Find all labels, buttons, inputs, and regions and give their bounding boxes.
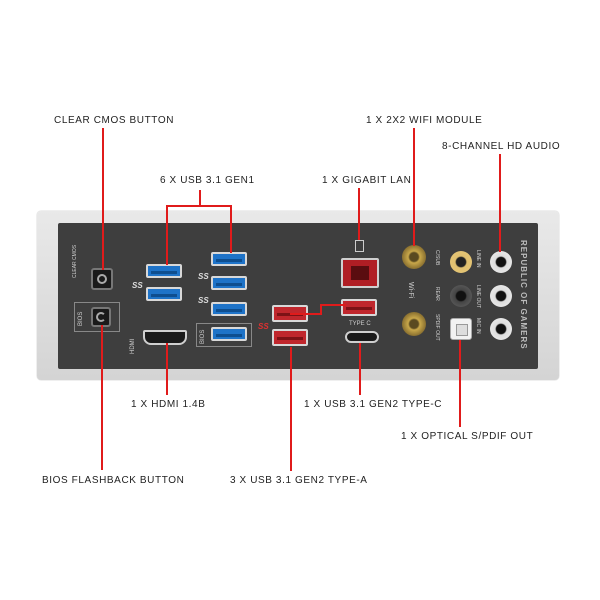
c-sub-text: C/SUB — [434, 250, 440, 266]
ss-logo-red: SS — [258, 322, 269, 331]
usb-typea-line — [290, 347, 292, 471]
wifi-module-label: 1 X 2X2 WIFI MODULE — [366, 115, 483, 126]
usb-gen1-port-4[interactable] — [211, 276, 247, 290]
hdmi-line — [166, 343, 168, 395]
hdmi-panel-text: HDMI — [130, 338, 136, 354]
usb-typea-label: 3 X USB 3.1 GEN2 TYPE-A — [230, 475, 368, 486]
gigabit-lan-label: 1 X GIGABIT LAN — [322, 175, 412, 186]
usb-gen1-port-2[interactable] — [146, 287, 182, 301]
optical-label: 1 X OPTICAL S/PDIF OUT — [401, 431, 534, 442]
bios-flashback-button[interactable] — [91, 307, 111, 327]
clear-cmos-panel-text: CLEAR CMOS — [72, 244, 78, 278]
mic-in-text: MIC IN — [475, 318, 481, 334]
usb-typea-bracket-top — [320, 304, 346, 306]
clear-cmos-icon — [97, 274, 107, 284]
usb-typea-bracket-v — [320, 304, 322, 314]
optical-shutter — [456, 324, 468, 336]
wifi-antenna-1[interactable] — [402, 245, 426, 269]
network-icon — [355, 240, 364, 252]
line-in-text: LINE IN — [475, 250, 481, 268]
usb-gen1-port-1[interactable] — [146, 264, 182, 278]
line-out-text: LINE OUT — [475, 285, 481, 309]
usb-gen2-port-2[interactable] — [272, 329, 308, 346]
usb-gen1-port-6[interactable] — [211, 327, 247, 341]
clear-cmos-line — [102, 128, 104, 270]
rear-jack[interactable] — [450, 285, 472, 307]
bios-flashback-line — [101, 325, 103, 470]
usb31-gen1-label: 6 X USB 3.1 GEN1 — [160, 175, 255, 186]
ss-logo-3: SS — [198, 296, 209, 305]
usb-gen1-port-5[interactable] — [211, 302, 247, 316]
clear-cmos-button[interactable] — [91, 268, 113, 290]
usb-gen1-bracket-left — [166, 205, 168, 265]
lan-jack — [351, 266, 369, 280]
optical-spdif-port[interactable] — [450, 318, 472, 340]
hd-audio-line — [499, 154, 501, 252]
bios-flashback-outline — [74, 302, 120, 332]
wifi-panel-text: Wi-Fi — [407, 282, 414, 299]
type-c-line — [359, 343, 361, 395]
usb-gen1-bracket-right — [230, 205, 232, 253]
lan-line — [358, 188, 360, 240]
usb-gen1-bracket-top — [166, 205, 232, 207]
usb-gen2-port-3[interactable] — [341, 299, 377, 316]
rog-brand-text: REPUBLIC OF GAMERS — [519, 240, 528, 350]
usb-gen1-bracket-stem — [199, 190, 201, 206]
ss-logo-2: SS — [198, 272, 209, 281]
hdmi-label: 1 X HDMI 1.4B — [131, 399, 206, 410]
usb-typea-bracket-h — [290, 313, 322, 315]
clear-cmos-label: CLEAR CMOS BUTTON — [54, 115, 175, 126]
lan-port[interactable] — [341, 258, 379, 288]
wifi-line — [413, 128, 415, 246]
usb-gen1-port-3[interactable] — [211, 252, 247, 266]
ss-logo-1: SS — [132, 281, 143, 290]
spdif-out-text: SPDIF OUT — [434, 314, 440, 341]
type-c-panel-text: TYPE C — [349, 321, 371, 327]
line-in-jack[interactable] — [490, 251, 512, 273]
line-out-jack[interactable] — [490, 285, 512, 307]
usb-type-c-port[interactable] — [345, 331, 379, 343]
optical-line — [459, 340, 461, 427]
hdmi-port[interactable] — [143, 330, 187, 345]
wifi-antenna-2[interactable] — [402, 312, 426, 336]
mic-in-jack[interactable] — [490, 318, 512, 340]
bios-usb-text: BIOS — [200, 329, 206, 344]
usb-typec-label: 1 X USB 3.1 GEN2 TYPE-C — [304, 399, 443, 410]
rear-text: REAR — [434, 287, 440, 301]
bios-left-text: BIOS — [78, 311, 84, 326]
hd-audio-label: 8-CHANNEL HD AUDIO — [442, 141, 561, 152]
bios-flashback-label: BIOS FLASHBACK BUTTON — [42, 475, 185, 486]
bios-refresh-icon — [96, 312, 106, 322]
csub-jack[interactable] — [450, 251, 472, 273]
bios-usb-outline — [196, 323, 252, 347]
